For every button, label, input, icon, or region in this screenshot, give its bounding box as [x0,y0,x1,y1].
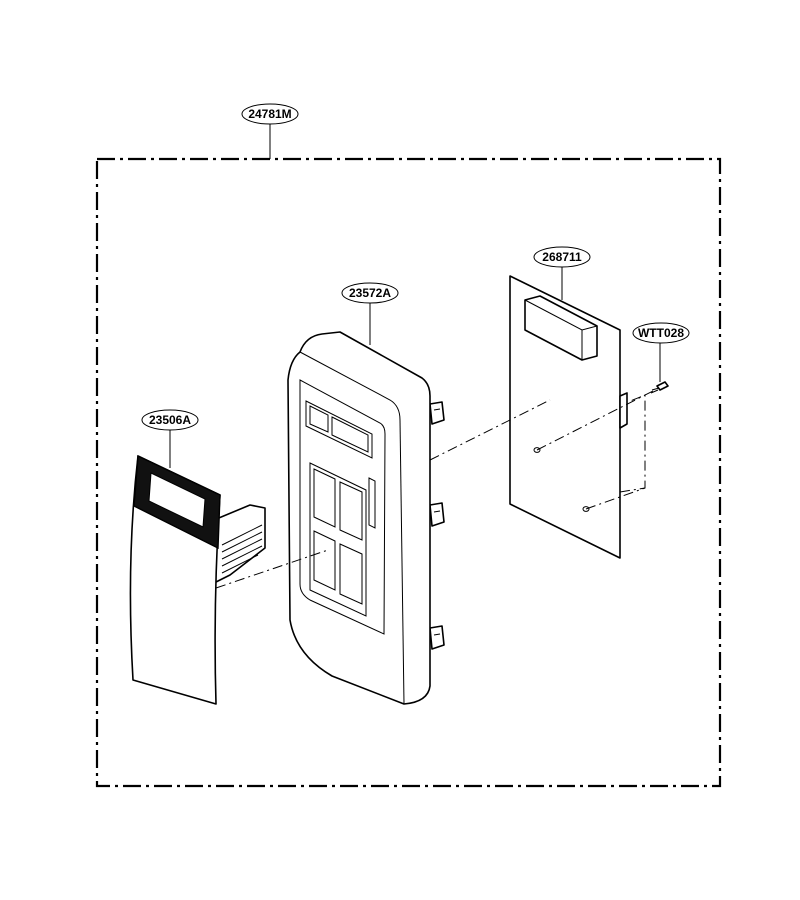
pcb-display-module [524,295,598,361]
label-pcb: 268711 [533,246,591,268]
label-screw: WTT028 [632,322,690,344]
frame-inner-face [299,379,386,635]
control-panel-frame-part [287,331,445,705]
frame-key-grid [309,462,367,617]
label-pcb-text: 268711 [542,250,582,264]
assembly-line-screw-hole [536,389,656,451]
label-frame: 23572A [341,282,399,304]
label-frame-text: 23572A [349,286,391,300]
membrane-keypad-part [129,454,266,705]
assembly-line-pcb-back [585,394,646,510]
label-assembly-text: 24781M [248,107,291,121]
assembly-line-frame-pcb [429,399,551,461]
assembly-boundary [95,157,722,788]
label-assembly: 24781M [241,103,299,125]
label-screw-text: WTT028 [638,326,684,340]
pcb-board-part [509,275,628,559]
label-membrane-text: 23506A [149,413,191,427]
label-membrane: 23506A [141,409,199,431]
frame-shell [287,331,431,705]
membrane-flex-cable [213,504,266,584]
screw-part [650,381,669,394]
frame-display-opening [305,400,373,459]
